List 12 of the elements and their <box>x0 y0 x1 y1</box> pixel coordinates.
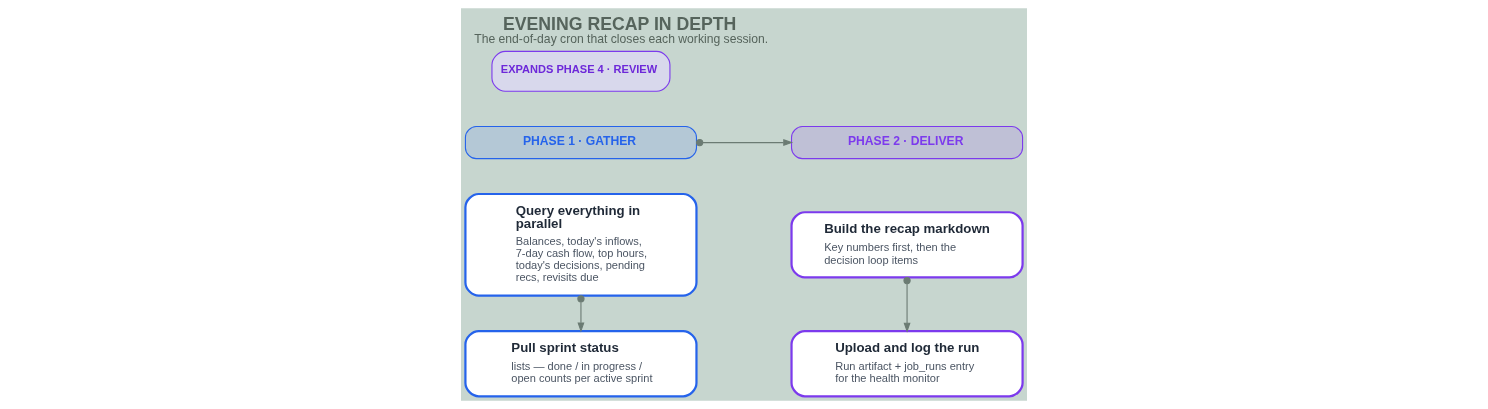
diagram-title: EVENING RECAP IN DEPTH <box>503 14 737 35</box>
node-box: PHASE 2 · DELIVER <box>791 126 1024 160</box>
node-box: Query everything in parallel Balances, today's inflows, 7-day cash flow, top hours, today's decisions, pending recs, revisits due <box>464 192 698 297</box>
arrow <box>577 295 585 333</box>
node-box: Upload and log the run Run artifact + job_runs entry for the health monitor <box>790 329 1024 398</box>
label: EXPANDS PHASE 4 · REVIEW <box>500 62 658 75</box>
node-box: Build the recap markdown Key numbers first, then the decision loop items <box>790 211 1024 279</box>
caption: The end-of-day cron that closes each working session. <box>474 32 769 47</box>
arrow <box>696 138 794 147</box>
node-box: Pull sprint status lists — done / in progress / open counts per active sprint <box>464 329 698 398</box>
arrow <box>903 276 911 333</box>
node-box: PHASE 1 · GATHER <box>464 126 697 160</box>
